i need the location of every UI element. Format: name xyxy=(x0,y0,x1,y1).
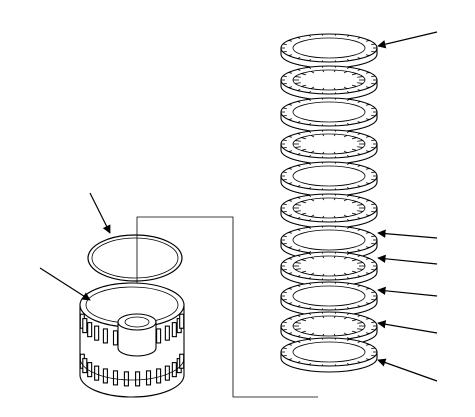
drum-slot xyxy=(112,370,119,386)
drum-slot xyxy=(179,313,185,329)
callout-plate-top xyxy=(377,31,438,49)
drum-slot xyxy=(145,370,152,386)
callout-snap-ring xyxy=(89,192,111,234)
drum-slot xyxy=(123,371,129,387)
drum-slot xyxy=(135,371,141,387)
clutch-plate xyxy=(280,251,378,287)
clutch-plate xyxy=(280,65,378,101)
callout-plate-3 xyxy=(377,286,438,297)
clutch-plate xyxy=(280,337,378,373)
callout-drum xyxy=(39,267,91,301)
drum-slot xyxy=(164,325,170,341)
drum-slot xyxy=(94,325,100,341)
clutch-plate xyxy=(280,97,378,133)
clutch-plate xyxy=(280,193,378,229)
callout-plate-bottom xyxy=(377,358,438,382)
callout-plate-1 xyxy=(377,229,438,239)
clutch-plate xyxy=(280,281,378,317)
clutch-plate xyxy=(280,129,378,165)
snap-ring xyxy=(87,234,183,282)
drum-slot xyxy=(112,330,119,346)
clutch-drum xyxy=(79,282,185,398)
clutch-plate xyxy=(280,225,378,261)
assembly-guide-line xyxy=(136,216,318,398)
drum-slot xyxy=(87,322,93,338)
callout-plate-2 xyxy=(377,254,438,265)
clutch-plate xyxy=(280,161,378,197)
clutch-plate-stack xyxy=(280,33,378,373)
drum-slot xyxy=(102,368,108,384)
clutch-plate xyxy=(280,33,378,69)
drum-slot xyxy=(82,318,88,334)
drum-slot xyxy=(156,368,162,384)
drum-slot xyxy=(102,328,108,344)
callout-plate-4 xyxy=(377,320,438,334)
drum-slot xyxy=(156,328,162,344)
drum-slot xyxy=(171,322,177,338)
